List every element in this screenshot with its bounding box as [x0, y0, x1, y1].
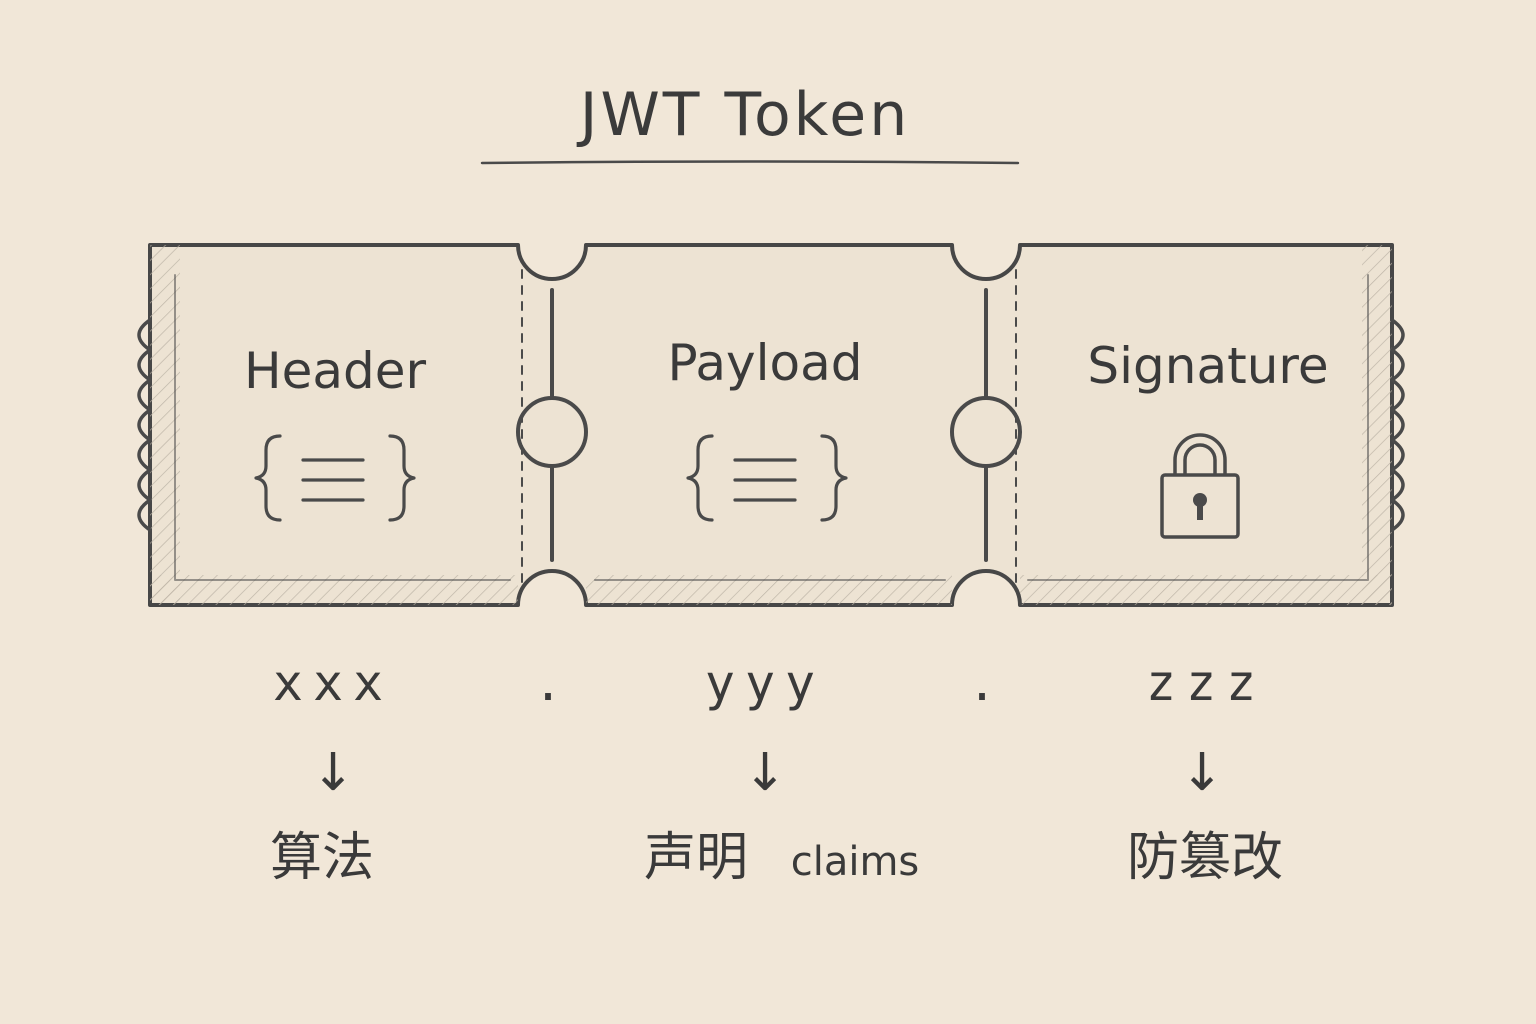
- padlock-icon: [1160, 433, 1240, 539]
- section-label-payload: Payload: [668, 334, 863, 392]
- encoded-signature: zzz: [1146, 654, 1266, 712]
- description-payload: 声明: [644, 828, 748, 888]
- section-label-signature: Signature: [1087, 337, 1328, 395]
- ticket-right-edge: [1390, 318, 1405, 532]
- jwt-ticket: Header Payload Signature: [137, 243, 1405, 607]
- arrow-signature: ↓: [1180, 743, 1224, 803]
- ticket-left-edge: [137, 318, 152, 532]
- arrow-header: ↓: [311, 743, 355, 803]
- arrow-payload: ↓: [743, 743, 787, 803]
- json-braces-icon: [686, 434, 848, 522]
- separator-dot-2: .: [973, 649, 991, 714]
- description-signature: 防篡改: [1127, 828, 1283, 888]
- diagram-title: JWT Token: [576, 80, 910, 150]
- section-label-header: Header: [244, 342, 426, 400]
- separator-dot-1: .: [539, 649, 557, 714]
- divider-header-payload: [516, 269, 588, 586]
- description-header: 算法: [270, 828, 374, 888]
- json-braces-icon: [254, 434, 416, 522]
- encoded-payload: yyy: [705, 654, 825, 712]
- description-payload-en: claims: [791, 839, 920, 885]
- divider-payload-signature: [950, 269, 1022, 586]
- encoded-header: xxx: [273, 654, 393, 712]
- title-underline: [480, 160, 1020, 165]
- ticket-shading: [150, 245, 1392, 605]
- ticket-outline: [148, 243, 1394, 607]
